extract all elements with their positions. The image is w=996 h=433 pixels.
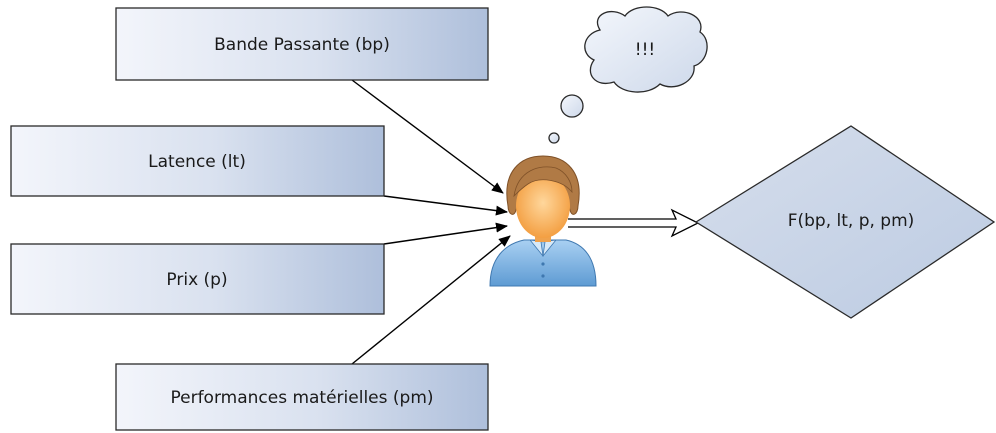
input-label-latency: Latence (lt) (148, 152, 246, 172)
arrow-latency-to-person (383, 195, 508, 216)
arrow-price-to-person (383, 222, 508, 245)
person-avatar-icon (489, 155, 597, 287)
thought-dot-small (548, 132, 560, 144)
function-label: F(bp, lt, p, pm) (788, 211, 915, 231)
output-arrow (568, 208, 700, 238)
thought-dot-medium (560, 94, 584, 118)
arrow-bandwidth-to-person (351, 79, 504, 194)
thought-bubble: !!! (548, 6, 708, 144)
input-label-price: Prix (p) (166, 270, 227, 290)
arrow-hardware-to-person (351, 235, 511, 365)
input-box-hardware: Performances matérielles (pm) (115, 363, 489, 431)
function-diamond: F(bp, lt, p, pm) (694, 125, 996, 319)
input-box-price: Prix (p) (10, 243, 385, 315)
input-label-bandwidth: Bande Passante (bp) (214, 35, 390, 55)
input-box-latency: Latence (lt) (10, 125, 385, 197)
thought-label: !!! (635, 40, 655, 60)
input-box-bandwidth: Bande Passante (bp) (115, 7, 489, 81)
input-label-hardware: Performances matérielles (pm) (170, 388, 433, 408)
thought-cloud (584, 6, 708, 93)
